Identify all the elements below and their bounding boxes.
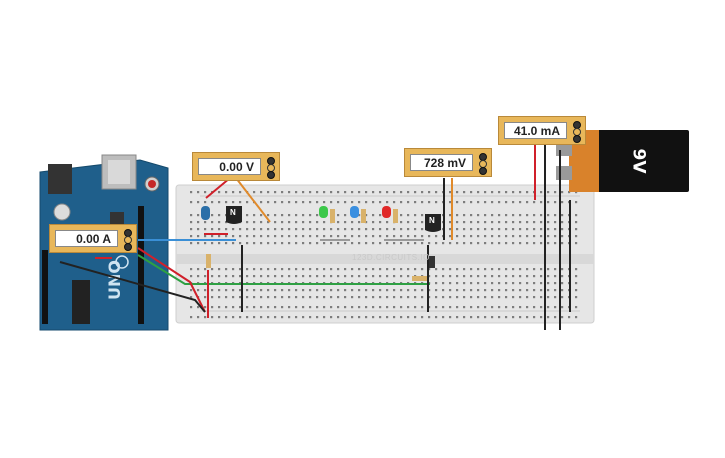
wires[interactable] — [59, 145, 571, 330]
battery-9v[interactable] — [556, 130, 689, 192]
meter-terminal-icon — [479, 167, 487, 175]
transistor-left[interactable] — [226, 206, 242, 224]
voltmeter-right[interactable]: 728 mV — [404, 148, 492, 177]
transistor-right-label: N — [429, 216, 435, 225]
battery-label: 9V — [628, 148, 649, 174]
meter-terminal-icon — [573, 135, 581, 143]
voltmeter-right-display: 728 mV — [410, 154, 473, 171]
diode[interactable] — [428, 256, 435, 268]
led-red[interactable] — [382, 206, 391, 218]
capacitor[interactable] — [201, 206, 210, 220]
led-green[interactable] — [319, 206, 328, 218]
ammeter-arduino-display: 0.00 A — [55, 230, 118, 247]
breadboard-holes — [190, 191, 578, 319]
led-blue[interactable] — [350, 206, 359, 218]
meter-terminal-icon — [267, 171, 275, 179]
resistors[interactable] — [206, 209, 428, 281]
svg-text:UNO: UNO — [105, 260, 124, 300]
ammeter-battery-display: 41.0 mA — [504, 122, 567, 139]
breadboard-watermark: 123D.CIRCUITS.IO — [352, 253, 430, 262]
voltmeter-left-display: 0.00 V — [198, 158, 261, 175]
transistor-right[interactable] — [425, 214, 441, 232]
meter-terminal-icon — [124, 243, 132, 251]
breadboard[interactable] — [175, 184, 595, 324]
transistor-left-label: N — [230, 208, 236, 217]
ammeter-arduino[interactable]: 0.00 A — [49, 224, 137, 253]
ammeter-battery[interactable]: 41.0 mA — [498, 116, 586, 145]
voltmeter-left[interactable]: 0.00 V — [192, 152, 280, 181]
